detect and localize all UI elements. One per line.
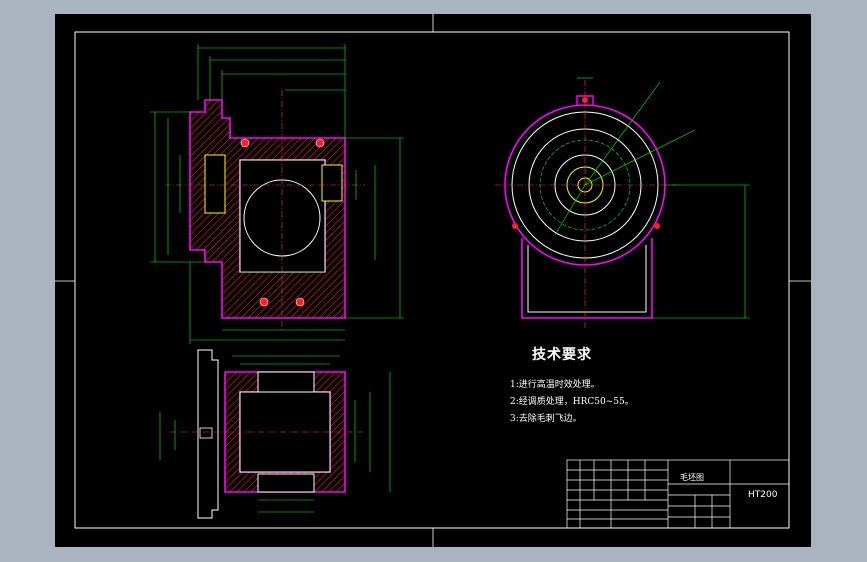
front-hole-1 bbox=[240, 138, 250, 148]
side-left-lug-hole bbox=[512, 223, 518, 229]
bottom-flange-slot bbox=[199, 427, 213, 439]
tech-requirement-3: 3:去除毛刺飞边。 bbox=[510, 414, 582, 424]
front-dimensions bbox=[150, 44, 404, 344]
side-right-lug-hole bbox=[654, 223, 660, 229]
title-block-part-name: 毛坯图 bbox=[680, 473, 704, 482]
title-block-material: HT200 bbox=[748, 490, 778, 500]
side-radial-dim-3 bbox=[554, 184, 586, 236]
bottom-bottom-boss bbox=[257, 473, 315, 493]
side-radial-dim-1 bbox=[584, 81, 661, 186]
front-left-boss bbox=[204, 154, 226, 214]
side-inner-contour bbox=[527, 245, 647, 313]
title-block bbox=[566, 459, 790, 529]
side-view bbox=[495, 77, 750, 330]
bottom-section-view bbox=[170, 349, 365, 519]
front-hole-3 bbox=[259, 297, 269, 307]
bottom-top-boss bbox=[257, 371, 315, 393]
front-right-boss bbox=[321, 164, 343, 202]
front-hole-2 bbox=[315, 138, 325, 148]
drawing-sheet bbox=[55, 14, 811, 547]
tech-requirement-1: 1:进行高温时效处理。 bbox=[510, 380, 600, 390]
tech-requirements-title: 技术要求 bbox=[532, 347, 592, 363]
tech-requirement-2: 2:经调质处理，HRC50~55。 bbox=[510, 397, 634, 407]
drawing-border bbox=[74, 31, 790, 529]
side-outer-contour bbox=[521, 238, 653, 319]
front-hole-4 bbox=[295, 297, 305, 307]
bottom-dimensions bbox=[159, 355, 391, 513]
side-radial-dim-2 bbox=[584, 129, 696, 186]
